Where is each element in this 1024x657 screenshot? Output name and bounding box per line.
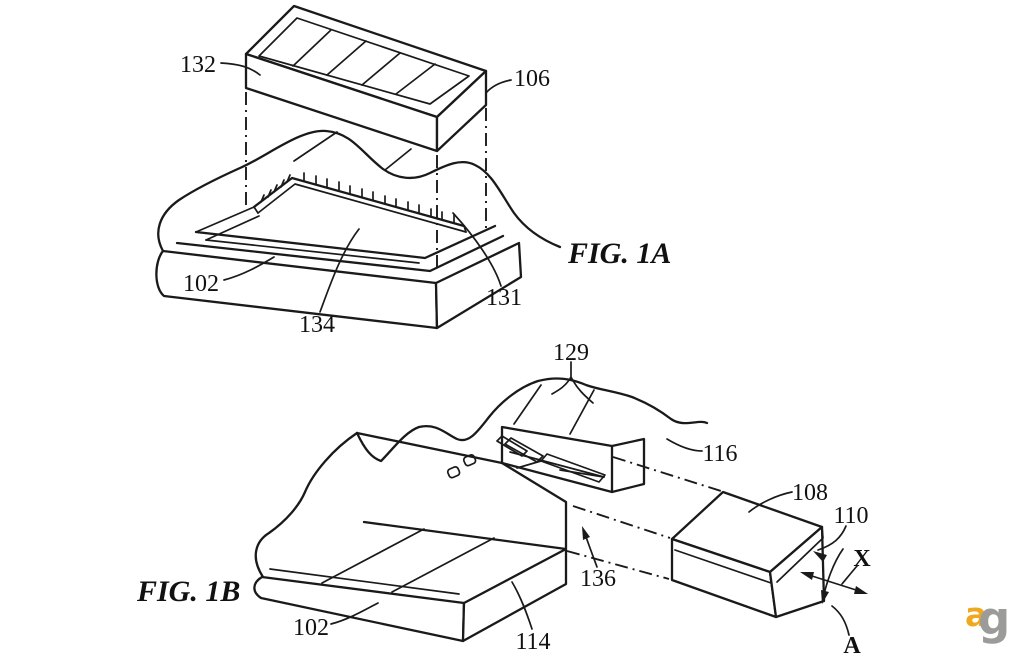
base-front-face [155, 249, 439, 330]
projection-lines-1a [245, 92, 487, 268]
ref-label-x: X [853, 546, 871, 572]
key-module-108 [670, 490, 826, 619]
a-label-leader [831, 605, 850, 636]
keyboard-section-116 [355, 384, 646, 551]
labels-1b: 129 116 108 110 X A 136 114 102 FIG. 1B [136, 340, 871, 657]
projection-lines-1b [566, 456, 722, 580]
leader-102-1a [223, 256, 275, 281]
removal-line-upper [612, 456, 722, 492]
section-ledge-top [355, 431, 504, 465]
fig-1b-caption: FIG. 1B [136, 575, 240, 608]
slab-torn-edge [254, 431, 359, 579]
module-step-right [776, 526, 824, 583]
watermark-letter-a: a [965, 595, 987, 634]
opening-front-edge [194, 224, 497, 260]
ref-label-108: 108 [792, 480, 828, 506]
leader-134 [319, 228, 360, 313]
module-step-left [674, 549, 772, 584]
leader-114 [511, 581, 533, 630]
cavity-strut-links [516, 460, 605, 478]
leader-131 [452, 212, 502, 287]
hinge-bar [496, 435, 528, 457]
watermark-letter-g: g [978, 592, 1010, 645]
keycap-front-right-face [435, 69, 488, 153]
leader-106 [485, 79, 512, 94]
arrow-136-head [582, 526, 590, 540]
hinge-nub-1 [446, 466, 461, 479]
torn-edge-wave [157, 129, 562, 253]
arrow-110-head [813, 551, 827, 562]
toothed-wall-top-edge [252, 176, 466, 228]
leader-129-fork [551, 361, 594, 404]
fig-1a-caption: FIG. 1A [567, 237, 671, 270]
wall-teeth-ticks [260, 172, 455, 224]
ref-label-136: 136 [580, 566, 616, 592]
keycap-top-inset [258, 17, 470, 105]
watermark-ag: a g [965, 592, 1010, 645]
opening-left-edge [195, 206, 255, 233]
ref-label-116: 116 [702, 441, 737, 467]
x-axis-head-right [854, 586, 868, 594]
figure-1b: 129 116 108 110 X A 136 114 102 FIG. 1B [136, 340, 871, 657]
ref-label-131: 131 [486, 285, 522, 311]
x-axis-head-left [800, 572, 814, 580]
leader-116 [666, 438, 703, 452]
opening-floor-edge [205, 239, 420, 264]
ref-label-110: 110 [833, 503, 868, 529]
ref-label-129: 129 [553, 340, 589, 366]
ref-label-a: A [843, 633, 861, 657]
annotation-arrows [582, 525, 868, 636]
base-slab-1b [253, 528, 568, 643]
section-top-dividers [513, 384, 595, 435]
slab-keycap-dividers [321, 528, 495, 593]
removal-line-middle [572, 505, 671, 539]
removal-line-lower [566, 550, 670, 580]
ref-label-102-1a: 102 [183, 271, 219, 297]
labels-1a: 132 106 102 134 131 FIG. 1A [180, 52, 671, 338]
slab-right-face [461, 547, 568, 643]
base-housing-1a [155, 129, 562, 330]
arrow-110-shaft [817, 525, 847, 551]
slab-front-face [253, 575, 466, 643]
cavity-strut-2 [540, 453, 606, 483]
cavity-right-jamb [610, 437, 646, 494]
base-right-face [434, 241, 523, 330]
torn-surface-divider-1 [293, 131, 338, 162]
ref-label-102-1b: 102 [293, 615, 329, 641]
leader-132 [220, 62, 261, 76]
slab-rim-edge [269, 568, 460, 595]
opening-floor-left-edge [205, 215, 260, 241]
section-ledge-bottom [362, 520, 568, 551]
torn-surface-divider-2 [384, 148, 412, 171]
figure-1a: 132 106 102 134 131 FIG. 1A [155, 4, 671, 338]
rim-inner-edge [175, 234, 505, 273]
keycap-top-dividers [292, 29, 436, 95]
x-axis-line [811, 575, 857, 591]
x-label-connector [841, 565, 858, 585]
leader-108 [748, 491, 793, 513]
ref-label-114: 114 [515, 629, 550, 655]
ref-label-132: 132 [180, 52, 216, 78]
hinge-nub-2 [462, 454, 477, 467]
ref-label-134: 134 [299, 312, 335, 338]
rotation-arc-head [821, 590, 829, 604]
leader-102-1b [330, 602, 379, 625]
section-gap-edge [500, 461, 568, 550]
keycap-1a [244, 4, 488, 153]
toothed-wall-bottom-edge [257, 183, 467, 233]
ref-label-106: 106 [514, 66, 550, 92]
